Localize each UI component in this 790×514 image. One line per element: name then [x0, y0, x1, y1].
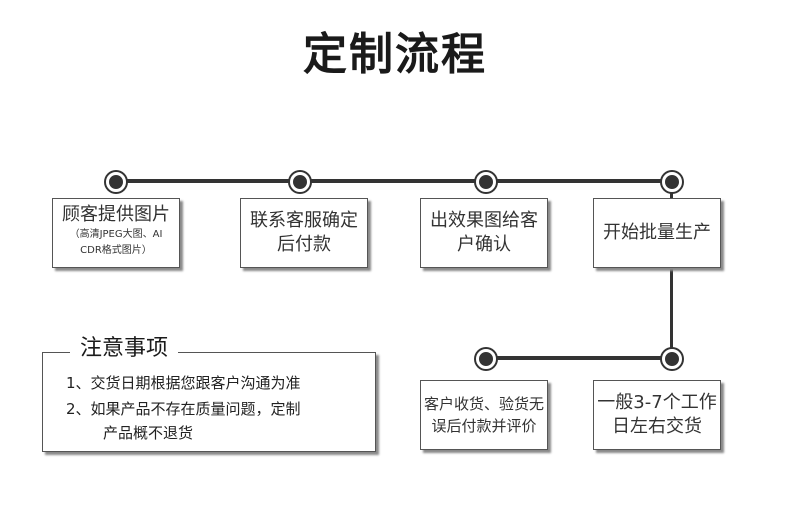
step-label: 户确认: [457, 234, 511, 255]
step-node-4: [662, 172, 682, 192]
step-box-effect-preview: 出效果图给客 户确认: [420, 198, 548, 268]
step-note: CDR格式图片）: [80, 245, 152, 256]
step-node-6: [476, 349, 496, 369]
step-node-2: [290, 172, 310, 192]
step-box-provide-image: 顾客提供图片 （高清JPEG大图、AI CDR格式图片）: [52, 198, 180, 268]
note-item-1: 1、交货日期根据您跟客户沟通为准: [66, 374, 301, 392]
step-label: 后付款: [277, 234, 331, 255]
step-node-3: [476, 172, 496, 192]
step-label: 误后付款并评价: [431, 417, 537, 435]
note-item-2-cont: 产品概不退货: [103, 424, 194, 442]
notes-title: 注意事项: [70, 334, 179, 364]
note-item-2: 2、如果产品不存在质量问题，定制: [66, 400, 301, 418]
step-box-receive-review: 客户收货、验货无 误后付款并评价: [420, 380, 548, 450]
step-note: （高清JPEG大图、AI: [69, 229, 163, 240]
step-box-delivery-time: 一般3-7个工作 日左右交货: [593, 380, 721, 450]
step-label: 客户收货、验货无: [423, 395, 544, 413]
step-label: 顾客提供图片: [62, 204, 170, 225]
page-title: 定制流程: [303, 29, 487, 80]
step-node-5: [662, 349, 682, 369]
notes-frame: [42, 352, 376, 452]
step-label: 开始批量生产: [603, 222, 711, 243]
step-label: 出效果图给客: [430, 210, 538, 231]
step-label: 日左右交货: [612, 416, 702, 437]
connector-top: [115, 179, 672, 183]
step-label: 一般3-7个工作: [597, 392, 717, 413]
step-box-confirm-payment: 联系客服确定 后付款: [240, 198, 368, 268]
step-box-mass-production: 开始批量生产: [593, 198, 721, 268]
step-node-1: [106, 172, 126, 192]
connector-bottom: [486, 356, 672, 360]
connector-vertical: [670, 188, 673, 360]
step-label: 联系客服确定: [250, 210, 358, 231]
